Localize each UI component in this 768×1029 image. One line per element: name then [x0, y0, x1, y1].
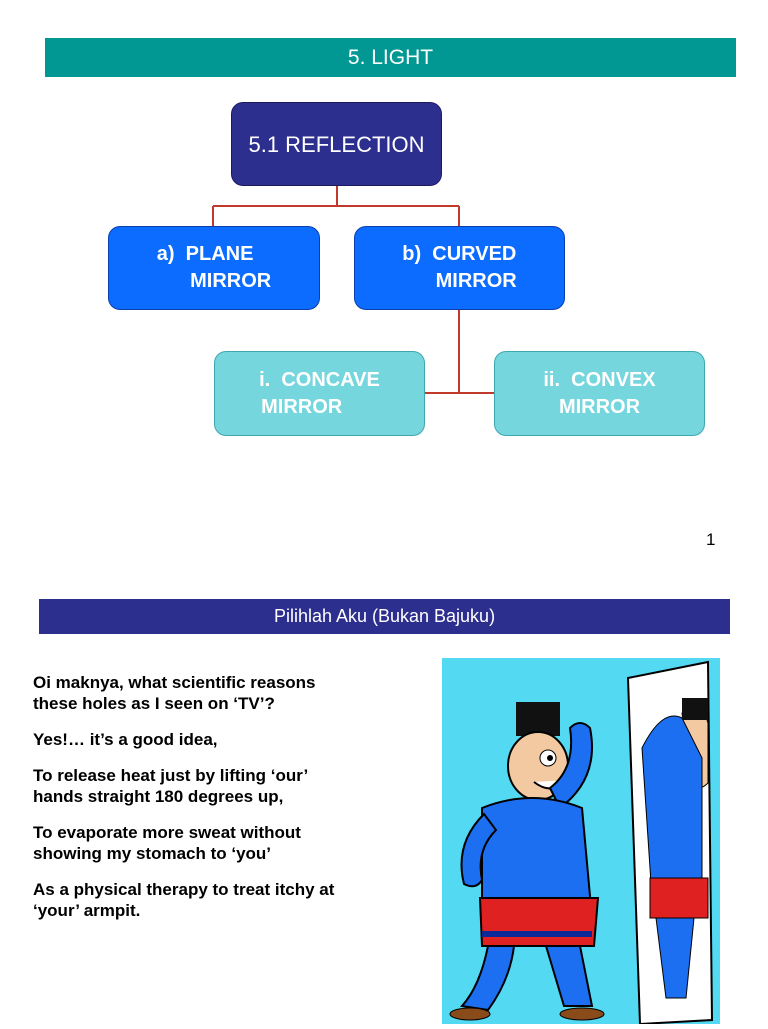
cartoon-illustration — [442, 658, 720, 1026]
paragraph: Yes!… it’s a good idea, — [33, 730, 218, 749]
node-reflection: 5.1 REFLECTION — [231, 102, 442, 186]
node-curved-line1: b) CURVED — [402, 243, 517, 265]
node-curved-line2: MIRROR — [402, 270, 517, 292]
page-number: 1 — [706, 530, 716, 549]
songkok-icon — [516, 702, 560, 736]
node-convex-line2: MIRROR — [558, 395, 641, 418]
paragraph: Oi maknya, what scientific reasons these… — [33, 673, 316, 713]
cartoon-icon — [449, 660, 714, 1026]
node-convex-line1: ii. CONVEX — [543, 368, 656, 391]
node-plane-mirror: a) PLANE MIRROR — [108, 226, 320, 310]
man-figure-icon — [449, 702, 605, 1021]
node-concave-line1: i. CONCAVE — [259, 368, 380, 391]
paragraph: As a physical therapy to treat itchy at … — [33, 880, 335, 920]
node-reflection-label: 5.1 REFLECTION — [248, 131, 425, 157]
node-concave-line2: MIRROR — [261, 395, 343, 418]
node-concave-mirror: i. CONCAVE MIRROR — [214, 351, 425, 436]
slide2-title-bar: Pilihlah Aku (Bukan Bajuku) — [39, 599, 730, 634]
slide2-title: Pilihlah Aku (Bukan Bajuku) — [273, 606, 496, 626]
slide2-text: Oi maknya, what scientific reasons these… — [33, 672, 423, 936]
node-plane-line2: MIRROR — [156, 270, 272, 292]
node-convex-mirror: ii. CONVEX MIRROR — [494, 351, 705, 436]
slide-title-bar: 5. LIGHT — [45, 38, 736, 77]
slide-title: 5. LIGHT — [347, 45, 434, 69]
node-plane-line1: a) PLANE — [156, 243, 254, 265]
paragraph: To release heat just by lifting ‘our’ ha… — [33, 766, 309, 806]
paragraph: To evaporate more sweat without showing … — [33, 823, 301, 863]
reflection-figure-icon — [641, 698, 709, 999]
diagram-connectors — [212, 186, 494, 394]
node-curved-mirror: b) CURVED MIRROR — [354, 226, 565, 310]
